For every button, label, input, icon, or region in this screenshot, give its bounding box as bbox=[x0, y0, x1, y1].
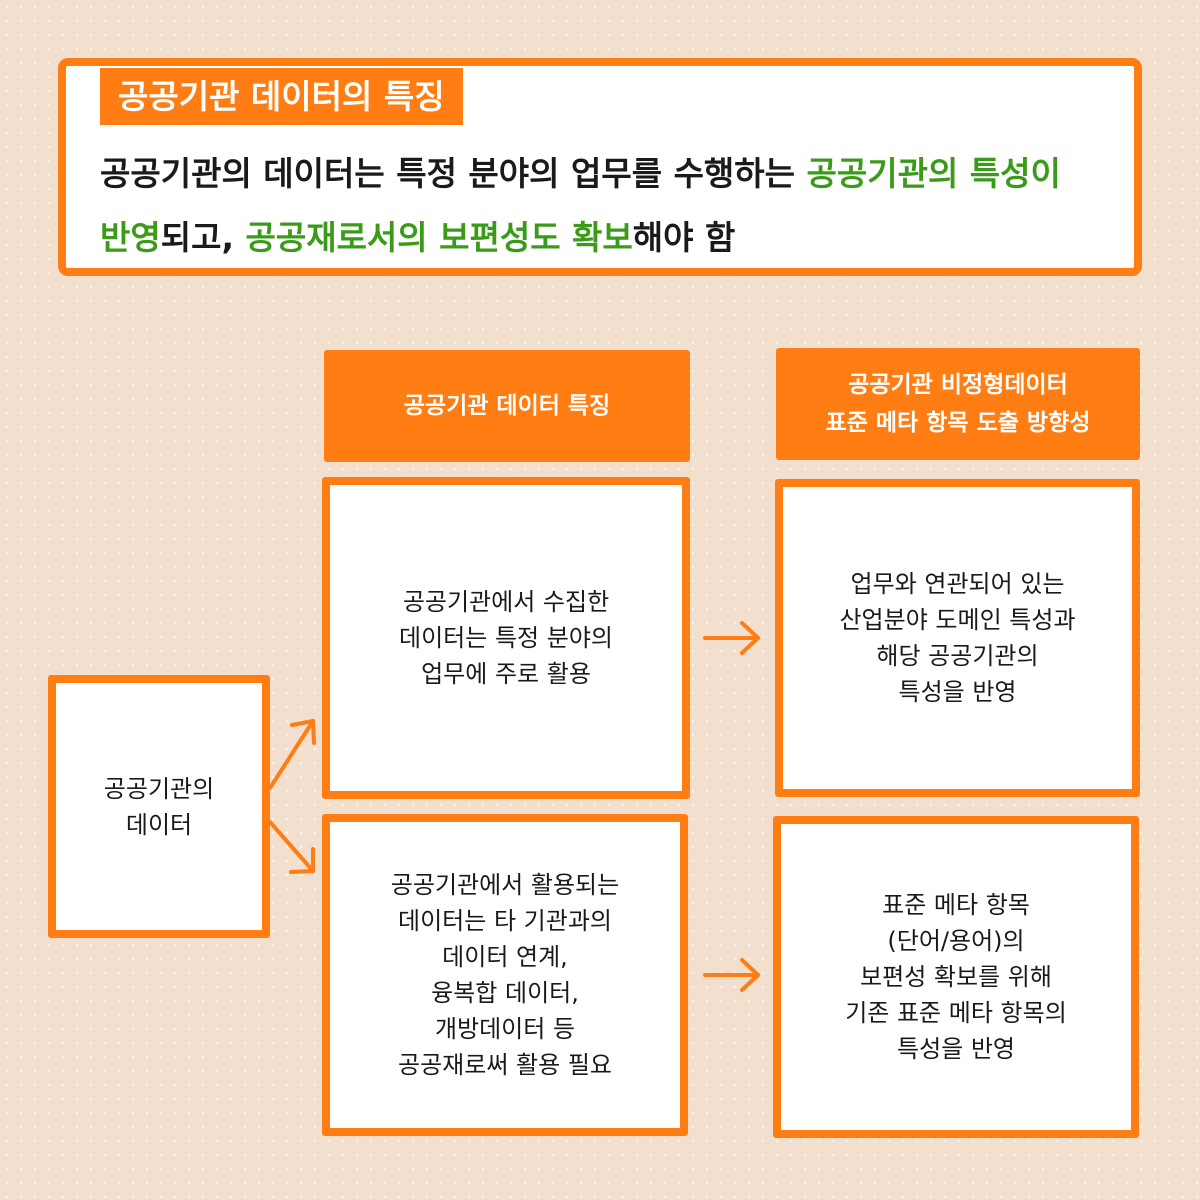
characteristic-box-line: 융복합 데이터, bbox=[431, 979, 579, 1007]
characteristic-box-line: 공공기관에서 수집한 bbox=[402, 588, 610, 616]
arrow-right-icon bbox=[703, 621, 760, 655]
source-box-line: 데이터 bbox=[125, 810, 193, 839]
direction-box-line: 해당 공공기관의 bbox=[876, 642, 1039, 670]
arrow-right-icon bbox=[703, 958, 760, 992]
characteristic-box-line: 공공재로써 활용 필요 bbox=[398, 1051, 612, 1079]
summary-line-2: 반영되고, 공공재로서의 보편성도 확보해야 함 bbox=[100, 206, 1110, 270]
characteristic-box-line: 데이터 연계, bbox=[442, 943, 568, 971]
summary-line-1-highlight: 공공기관의 특성이 bbox=[806, 154, 1061, 193]
direction-box-line: 보편성 확보를 위해 bbox=[860, 963, 1052, 991]
column-header-direction: 공공기관 비정형데이터 표준 메타 항목 도출 방향성 bbox=[776, 348, 1140, 460]
summary-line-2-plain-2: 해야 함 bbox=[632, 218, 736, 257]
characteristic-box-line: 업무에 주로 활용 bbox=[421, 660, 591, 688]
characteristic-box-public-good: 공공기관에서 활용되는 데이터는 타 기관과의 데이터 연계, 융복합 데이터,… bbox=[322, 814, 688, 1136]
direction-box-line: 기존 표준 메타 항목의 bbox=[845, 999, 1067, 1027]
summary-title-tag: 공공기관 데이터의 특징 bbox=[100, 68, 463, 125]
summary-text: 공공기관의 데이터는 특정 분야의 업무를 수행하는 공공기관의 특성이 반영되… bbox=[100, 142, 1110, 270]
direction-box-line: 특성을 반영 bbox=[898, 678, 1017, 706]
direction-box-line: 산업분야 도메인 특성과 bbox=[839, 606, 1076, 634]
column-header-direction-line: 표준 메타 항목 도출 방향성 bbox=[825, 410, 1091, 436]
characteristic-box-line: 공공기관에서 활용되는 bbox=[390, 871, 620, 899]
source-box-line: 공공기관의 bbox=[103, 774, 215, 803]
direction-box-line: 업무와 연관되어 있는 bbox=[850, 570, 1065, 598]
characteristic-box-line: 데이터는 특정 분야의 bbox=[399, 624, 613, 652]
summary-line-2-plain-1: 되고, bbox=[160, 218, 246, 257]
characteristic-box-line: 데이터는 타 기관과의 bbox=[398, 907, 612, 935]
direction-box-line: (단어/용어)의 bbox=[887, 927, 1025, 955]
column-header-direction-line: 공공기관 비정형데이터 bbox=[848, 372, 1068, 398]
direction-box-domain-reflection: 업무와 연관되어 있는 산업분야 도메인 특성과 해당 공공기관의 특성을 반영 bbox=[775, 479, 1140, 797]
source-box-public-data: 공공기관의 데이터 bbox=[48, 675, 270, 938]
characteristic-box-domain-use: 공공기관에서 수집한 데이터는 특정 분야의 업무에 주로 활용 bbox=[322, 477, 690, 799]
branch-arrow-up-icon bbox=[268, 719, 316, 790]
column-header-characteristics-line: 공공기관 데이터 특징 bbox=[403, 393, 611, 419]
summary-line-2-highlight-2: 공공재로서의 보편성도 확보 bbox=[245, 218, 633, 257]
summary-line-1: 공공기관의 데이터는 특정 분야의 업무를 수행하는 공공기관의 특성이 bbox=[100, 142, 1110, 206]
summary-line-1-plain: 공공기관의 데이터는 특정 분야의 업무를 수행하는 bbox=[100, 154, 807, 193]
branch-arrow-down-icon bbox=[268, 820, 315, 874]
column-header-characteristics: 공공기관 데이터 특징 bbox=[324, 350, 690, 462]
direction-box-line: 표준 메타 항목 bbox=[882, 891, 1030, 919]
direction-box-universality: 표준 메타 항목 (단어/용어)의 보편성 확보를 위해 기존 표준 메타 항목… bbox=[773, 816, 1139, 1138]
summary-box: 공공기관 데이터의 특징 공공기관의 데이터는 특정 분야의 업무를 수행하는 … bbox=[58, 58, 1142, 276]
summary-line-2-highlight-1: 반영 bbox=[100, 218, 161, 257]
direction-box-line: 특성을 반영 bbox=[896, 1035, 1016, 1063]
characteristic-box-line: 개방데이터 등 bbox=[434, 1015, 576, 1043]
